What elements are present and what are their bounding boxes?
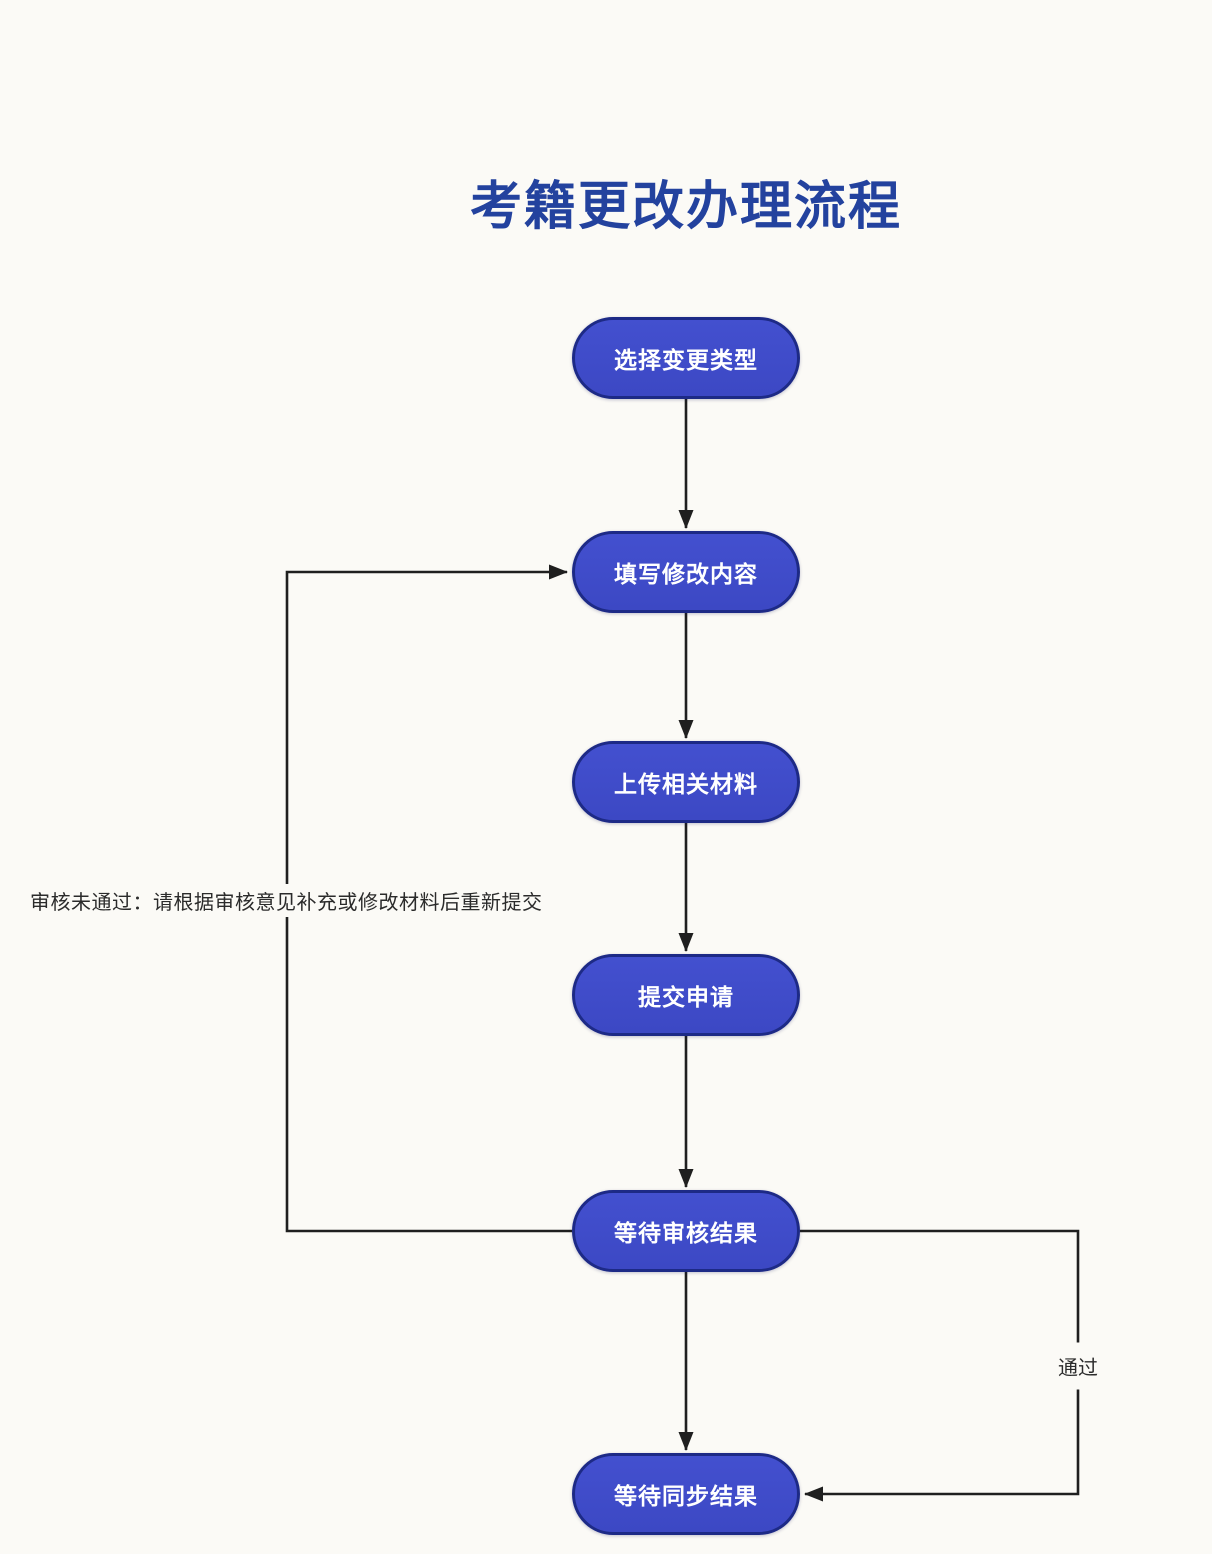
flow-node-fill-modification: 填写修改内容 (572, 531, 800, 613)
flow-node-submit-application: 提交申请 (572, 954, 800, 1036)
flow-node-wait-sync-result: 等待同步结果 (572, 1453, 800, 1535)
edge-review-passed (800, 1229, 1080, 1502)
page-title: 考籍更改办理流程 (469, 178, 902, 236)
flow-node-select-change-type: 选择变更类型 (572, 317, 800, 399)
flow-node-upload-materials: 上传相关材料 (572, 741, 800, 823)
edge-label-review-failed: 审核未通过：请根据审核意见补充或修改材料后重新提交 (30, 884, 551, 917)
edge-label-review-passed: 通过 (1055, 1342, 1101, 1390)
flow-node-wait-review-result: 等待审核结果 (572, 1190, 800, 1272)
